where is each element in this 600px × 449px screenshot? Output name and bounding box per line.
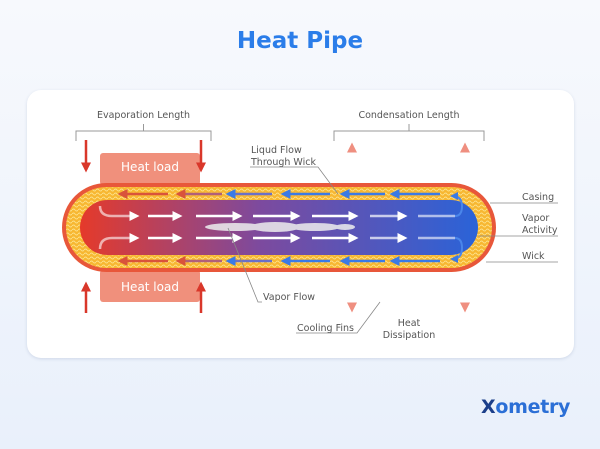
- vapor-flow-label: Vapor Flow: [263, 292, 315, 303]
- heat-dissipation-label-line1: Heat: [398, 318, 421, 329]
- heat-output-arrows: [347, 142, 470, 313]
- heat-dissipation-label-line2: Dissipation: [383, 330, 436, 341]
- return-arrows: [450, 192, 464, 263]
- heat-input-arrows: [81, 140, 206, 313]
- heat-load-box-bottom: [100, 270, 200, 302]
- casing-label: Casing: [522, 192, 554, 203]
- heat-load-box-top: [100, 153, 200, 185]
- leader-lines: [227, 166, 558, 334]
- liquid-flow-label-line2: Through Wick: [250, 157, 316, 168]
- vapor-activity-label-line2: Activity: [522, 225, 558, 236]
- heat-load-label-top: Heat load: [121, 160, 179, 174]
- evaporation-bracket: [75, 124, 212, 141]
- xometry-logo: Xometry: [481, 396, 571, 418]
- condensation-bracket: [333, 124, 485, 141]
- cooling-fins: [370, 150, 446, 304]
- condensation-length-label: Condensation Length: [358, 110, 459, 121]
- vapor-cloud: [205, 222, 355, 232]
- heat-load-label-bottom: Heat load: [121, 280, 179, 294]
- liquid-flow-arrows: [117, 189, 440, 266]
- cooling-fins-label: Cooling Fins: [297, 323, 354, 334]
- page-title: Heat Pipe: [236, 28, 364, 54]
- vapor-activity-label-line1: Vapor: [522, 213, 549, 224]
- evaporation-length-label: Evaporation Length: [97, 110, 190, 121]
- wick-label: Wick: [522, 251, 545, 262]
- vapor-flow-arrows: [98, 205, 455, 250]
- liquid-flow-label-line1: Liqud Flow: [251, 145, 302, 156]
